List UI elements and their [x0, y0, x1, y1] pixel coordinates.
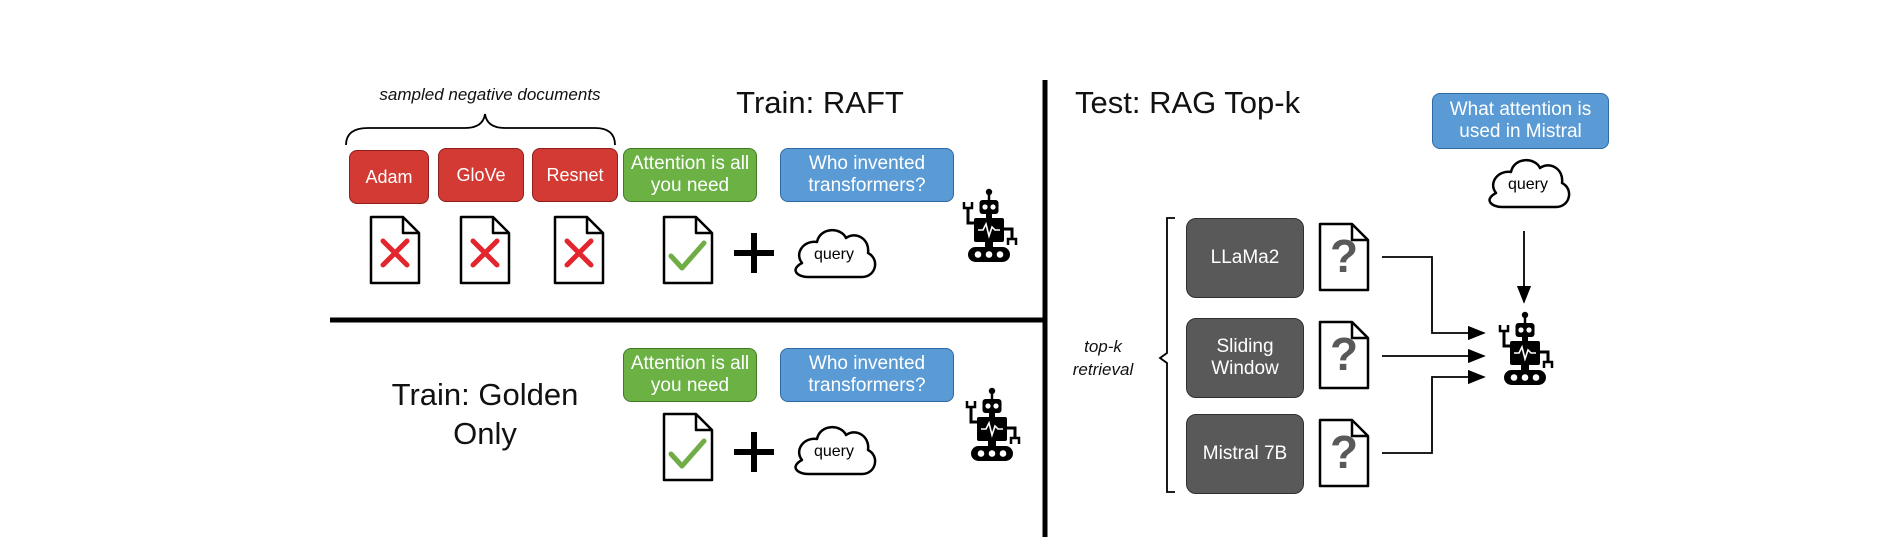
query-box: Who invented transformers? — [780, 148, 954, 202]
cloud-label: query — [813, 443, 855, 460]
query-box: Who invented transformers? — [780, 348, 954, 402]
golden-doc: Attention is all you need — [623, 348, 757, 402]
retrieval-label: top-k retrieval — [1072, 337, 1134, 379]
plus-icon — [734, 233, 774, 273]
robot-icon — [962, 187, 1018, 264]
arrow-icon — [1382, 256, 1486, 341]
cloud-label: query — [1507, 176, 1549, 193]
arrow-icon — [1382, 369, 1486, 454]
test-title: Test: RAG Top-k — [1075, 85, 1301, 120]
cloud-label: query — [813, 246, 855, 263]
retrieved-doc-llama2: LLaMa2 — [1186, 218, 1304, 298]
question-icon — [1329, 230, 1359, 282]
brace-icon — [345, 113, 616, 146]
question-icon — [1329, 328, 1359, 380]
retrieved-doc-sliding-window: Sliding Window — [1186, 318, 1304, 398]
document-icon — [662, 412, 714, 482]
robot-icon — [1498, 310, 1554, 387]
document-icon — [662, 215, 714, 285]
retrieved-doc-mistral-7b: Mistral 7B — [1186, 414, 1304, 494]
question-icon — [1329, 426, 1359, 478]
negative-doc-adam: Adam — [349, 150, 429, 204]
robot-icon — [965, 386, 1021, 463]
plus-icon — [734, 432, 774, 472]
brace-icon — [1158, 217, 1175, 493]
negative-doc-glove: GloVe — [438, 148, 524, 202]
raft-title: Train: RAFT — [736, 85, 904, 120]
brace-label: sampled negative documents — [379, 85, 601, 104]
golden-only-title: Train: Golden Only — [391, 377, 579, 451]
golden-doc: Attention is all you need — [623, 148, 757, 202]
test-query-box: What attention is used in Mistral — [1432, 93, 1609, 149]
negative-doc-resnet: Resnet — [532, 148, 618, 202]
